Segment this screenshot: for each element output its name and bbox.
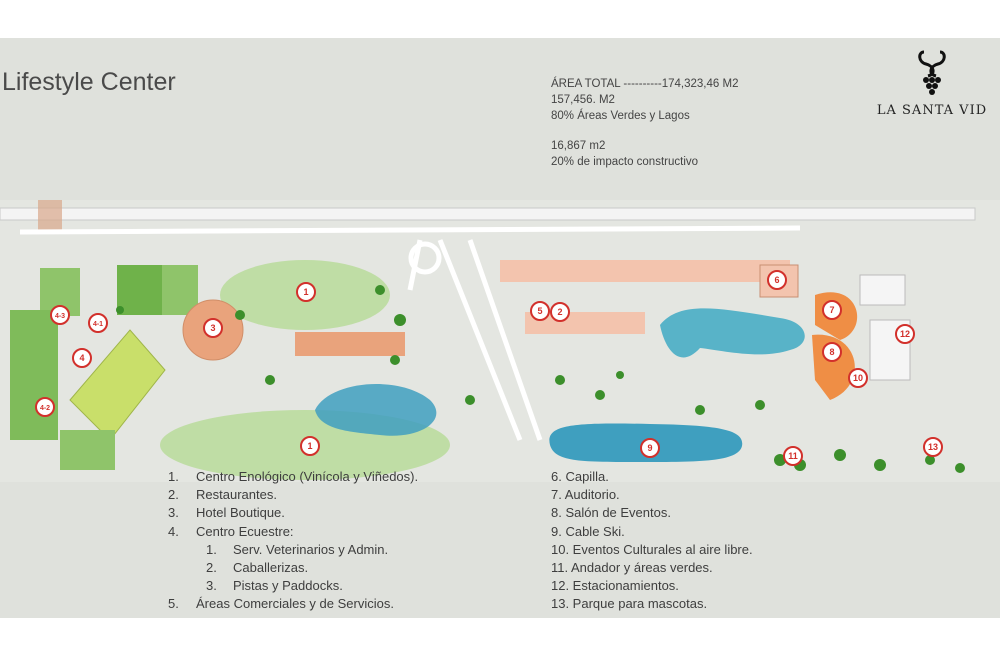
- svg-text:5: 5: [537, 306, 542, 316]
- legend-item-5: 5.Áreas Comerciales y de Servicios.: [168, 596, 394, 612]
- plan-marker-4-1: 4-1: [88, 313, 108, 333]
- plan-marker-4-2: 4-2: [35, 397, 55, 417]
- legend-subitem-4-1: 1.Serv. Veterinarios y Admin.: [206, 541, 389, 557]
- paddock-field: [60, 430, 115, 470]
- lifestyle-slide: Lifestyle Center ÁREA TOTAL ----------17…: [0, 38, 1000, 618]
- brand-logo: LA SANTA VID: [868, 48, 996, 118]
- legend-subitem-4-3: 3.Pistas y Paddocks.: [206, 578, 343, 594]
- grape-vine-icon: [918, 50, 946, 95]
- svg-text:6: 6: [774, 275, 779, 285]
- legend-right: 6. Capilla. 7. Auditorio. 8. Salón de Ev…: [551, 468, 753, 614]
- internal-road: [19, 225, 801, 441]
- restaurant-strip: [295, 332, 405, 356]
- legend-item-10: 10. Eventos Culturales al aire libre.: [551, 541, 753, 557]
- svg-text:10: 10: [853, 373, 863, 383]
- green-area-text: 157,456. M2: [551, 94, 615, 106]
- parking-lot: [859, 274, 906, 306]
- legend-item-2: 2.Restaurantes.: [168, 487, 277, 503]
- plan-marker-11: 11: [783, 446, 803, 466]
- legend-left: 1.Centro Enológico (Vinícola y Viñedos).…: [168, 468, 418, 614]
- total-area-text: ÁREA TOTAL ----------174,323,46 M2: [551, 78, 739, 90]
- svg-text:4-2: 4-2: [40, 405, 50, 412]
- plan-marker-4: 4: [72, 348, 92, 368]
- page-title: Lifestyle Center: [2, 68, 176, 96]
- svg-text:9: 9: [647, 443, 652, 453]
- svg-text:1: 1: [307, 441, 312, 451]
- plan-marker-7: 7: [822, 300, 842, 320]
- legend-item-4: 4.Centro Ecuestre:: [168, 523, 294, 539]
- roundabout: [408, 241, 442, 275]
- paddock-field: [162, 265, 198, 315]
- entrance-road: [38, 200, 62, 230]
- plan-marker-9: 9: [640, 438, 660, 458]
- built-area-text: 16,867 m2: [551, 140, 606, 152]
- svg-text:4-1: 4-1: [93, 321, 103, 328]
- svg-text:2: 2: [557, 307, 562, 317]
- plan-marker-6: 6: [767, 270, 787, 290]
- lake: [660, 308, 805, 358]
- plan-marker-5: 5: [530, 301, 550, 321]
- svg-text:8: 8: [829, 347, 834, 357]
- highway: [0, 207, 976, 221]
- plan-marker-4-3: 4-3: [50, 305, 70, 325]
- legend-item-6: 6. Capilla.: [551, 469, 609, 484]
- svg-text:7: 7: [829, 305, 834, 315]
- legend-item-7: 7. Auditorio.: [551, 487, 620, 503]
- legend-subitem-4-2: 2.Caballerizas.: [206, 560, 309, 576]
- brand-name: LA SANTA VID: [876, 103, 988, 118]
- commercial-row: [500, 260, 790, 282]
- plan-marker-2: 2: [550, 302, 570, 322]
- legend-item-11: 11. Andador y áreas verdes.: [551, 560, 713, 576]
- plan-marker-13: 13: [923, 437, 943, 457]
- svg-text:4: 4: [79, 353, 84, 363]
- legend-item-12: 12. Estacionamientos.: [551, 578, 679, 594]
- svg-text:4-3: 4-3: [55, 313, 65, 320]
- green-percent-text: 80% Áreas Verdes y Lagos: [551, 110, 690, 122]
- svg-text:3: 3: [210, 323, 215, 333]
- svg-text:1: 1: [303, 287, 308, 297]
- plan-marker-3: 3: [203, 318, 223, 338]
- paddock-field: [117, 265, 162, 315]
- plan-marker-1: 1: [300, 436, 320, 456]
- pond: [315, 383, 437, 436]
- legend-item-3: 3.Hotel Boutique.: [168, 505, 285, 521]
- legend-item-8: 8. Salón de Eventos.: [551, 505, 671, 521]
- legend-item-1: 1.Centro Enológico (Vinícola y Viñedos).: [168, 469, 419, 484]
- svg-text:11: 11: [788, 451, 798, 461]
- svg-text:13: 13: [928, 442, 938, 452]
- plan-marker-10: 10: [848, 368, 868, 388]
- legend-item-13: 13. Parque para mascotas.: [551, 596, 708, 612]
- riding-track: [69, 329, 166, 441]
- svg-text:12: 12: [900, 329, 910, 339]
- legend-item-9: 9. Cable Ski.: [551, 523, 625, 539]
- plan-marker-8: 8: [822, 342, 842, 362]
- plan-marker-1: 1: [296, 282, 316, 302]
- built-percent-text: 20% de impacto constructivo: [551, 156, 699, 168]
- plan-marker-12: 12: [895, 324, 915, 344]
- stable-block: [10, 310, 58, 440]
